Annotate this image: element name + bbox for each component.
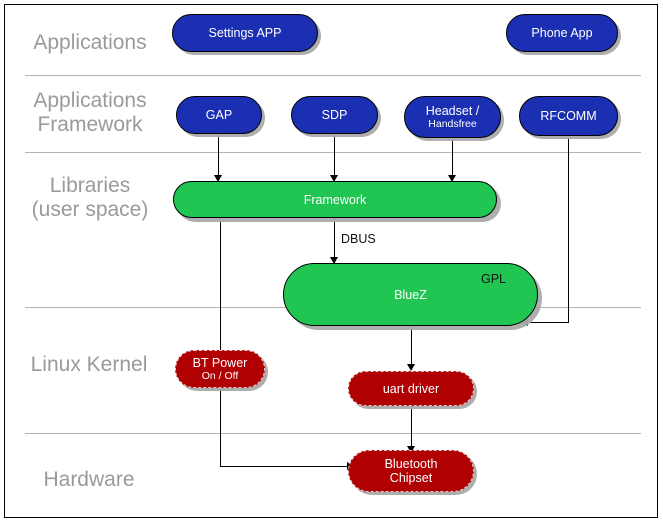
- edge-gap-to-framework-arrow: [214, 175, 222, 182]
- node-settings-app[interactable]: Settings APP: [172, 14, 318, 52]
- node-phone-app[interactable]: Phone App: [506, 14, 618, 52]
- divider-linux-kernel: [25, 433, 641, 434]
- edge-rfcomm-to-bluez-arrow: [521, 318, 528, 326]
- diagram-frame: [4, 4, 658, 518]
- node-gap-label: GAP: [205, 108, 233, 122]
- edge-uart-to-chipset: [411, 406, 412, 451]
- node-phone-app-label: Phone App: [531, 26, 593, 40]
- node-gap[interactable]: GAP: [176, 96, 262, 134]
- divider-applications-framework: [25, 152, 641, 153]
- layer-label-linux-kernel: Linux Kernel: [30, 353, 148, 376]
- node-framework[interactable]: Framework: [173, 181, 497, 218]
- edge-headset-to-framework: [452, 138, 453, 181]
- node-uart-driver-label: uart driver: [382, 381, 440, 396]
- edge-sdp-to-framework: [334, 133, 335, 181]
- layer-label-applications-framework: Applications Framework: [33, 89, 147, 136]
- edge-bluez-to-uart-arrow: [407, 364, 415, 371]
- node-bluez-license-badge: GPL: [481, 272, 507, 286]
- edge-sdp-to-framework-arrow: [330, 175, 338, 182]
- node-sdp-label: SDP: [321, 108, 348, 122]
- edge-framework-to-bluez: [334, 218, 335, 263]
- node-sdp[interactable]: SDP: [291, 96, 378, 134]
- edge-rfcomm-to-bluez-horizontal: [528, 322, 569, 323]
- node-bluetooth-chipset-label-line1: Bluetooth: [384, 457, 438, 471]
- edge-framework-to-chipset-horizontal: [220, 466, 348, 467]
- edge-headset-to-framework-arrow: [448, 175, 456, 182]
- node-settings-app-label: Settings APP: [208, 26, 282, 40]
- node-bt-power-label-line2: On / Off: [201, 370, 239, 382]
- edge-label-dbus: DBUS: [341, 232, 376, 246]
- edge-rfcomm-to-bluez-vertical: [568, 138, 569, 322]
- node-bluez[interactable]: BlueZ: [283, 263, 538, 326]
- node-bluez-label: BlueZ: [394, 287, 427, 302]
- node-bluetooth-chipset-label-line2: Chipset: [389, 471, 433, 485]
- node-headset-handsfree[interactable]: Headset / Handsfree: [404, 96, 501, 138]
- node-bt-power-label-line1: BT Power: [192, 356, 248, 370]
- node-headset-handsfree-label-line2: Handsfree: [428, 118, 477, 130]
- node-framework-label: Framework: [303, 192, 367, 207]
- layer-label-hardware: Hardware: [43, 468, 135, 491]
- layer-label-applications: Applications: [33, 31, 147, 54]
- edge-gap-to-framework: [218, 133, 219, 181]
- node-rfcomm[interactable]: RFCOMM: [519, 96, 618, 136]
- node-uart-driver[interactable]: uart driver: [348, 371, 474, 406]
- node-headset-handsfree-label-line1: Headset /: [425, 104, 480, 118]
- node-rfcomm-label: RFCOMM: [540, 109, 597, 123]
- divider-applications: [25, 75, 641, 76]
- node-bluetooth-chipset[interactable]: Bluetooth Chipset: [348, 450, 474, 492]
- edge-bluez-to-uart: [411, 326, 412, 370]
- edge-framework-to-chipset-vertical: [220, 218, 221, 466]
- node-bt-power[interactable]: BT Power On / Off: [175, 350, 265, 388]
- edge-framework-to-bluez-arrow: [330, 257, 338, 264]
- layer-label-libraries: Libraries (user space): [31, 174, 149, 221]
